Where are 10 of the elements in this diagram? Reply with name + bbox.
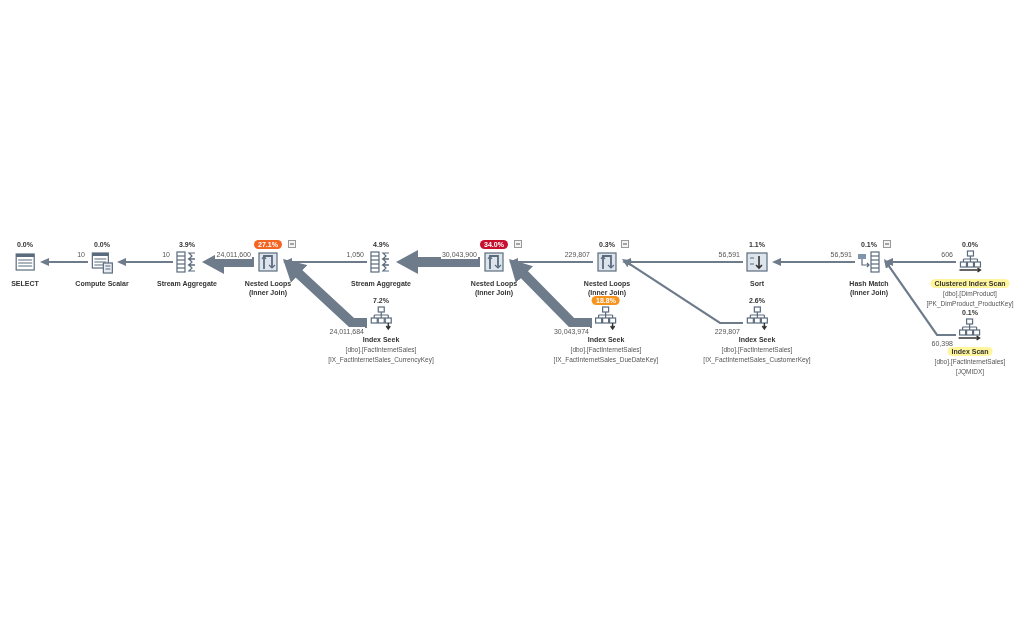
arrow <box>396 250 480 274</box>
arrow <box>884 258 956 266</box>
arrow <box>283 259 367 328</box>
arrow <box>884 259 956 337</box>
arrow <box>772 258 855 266</box>
arrow <box>509 259 592 328</box>
arrow <box>622 258 743 266</box>
arrow <box>40 258 88 266</box>
arrow <box>622 259 743 325</box>
arrow <box>117 258 173 266</box>
